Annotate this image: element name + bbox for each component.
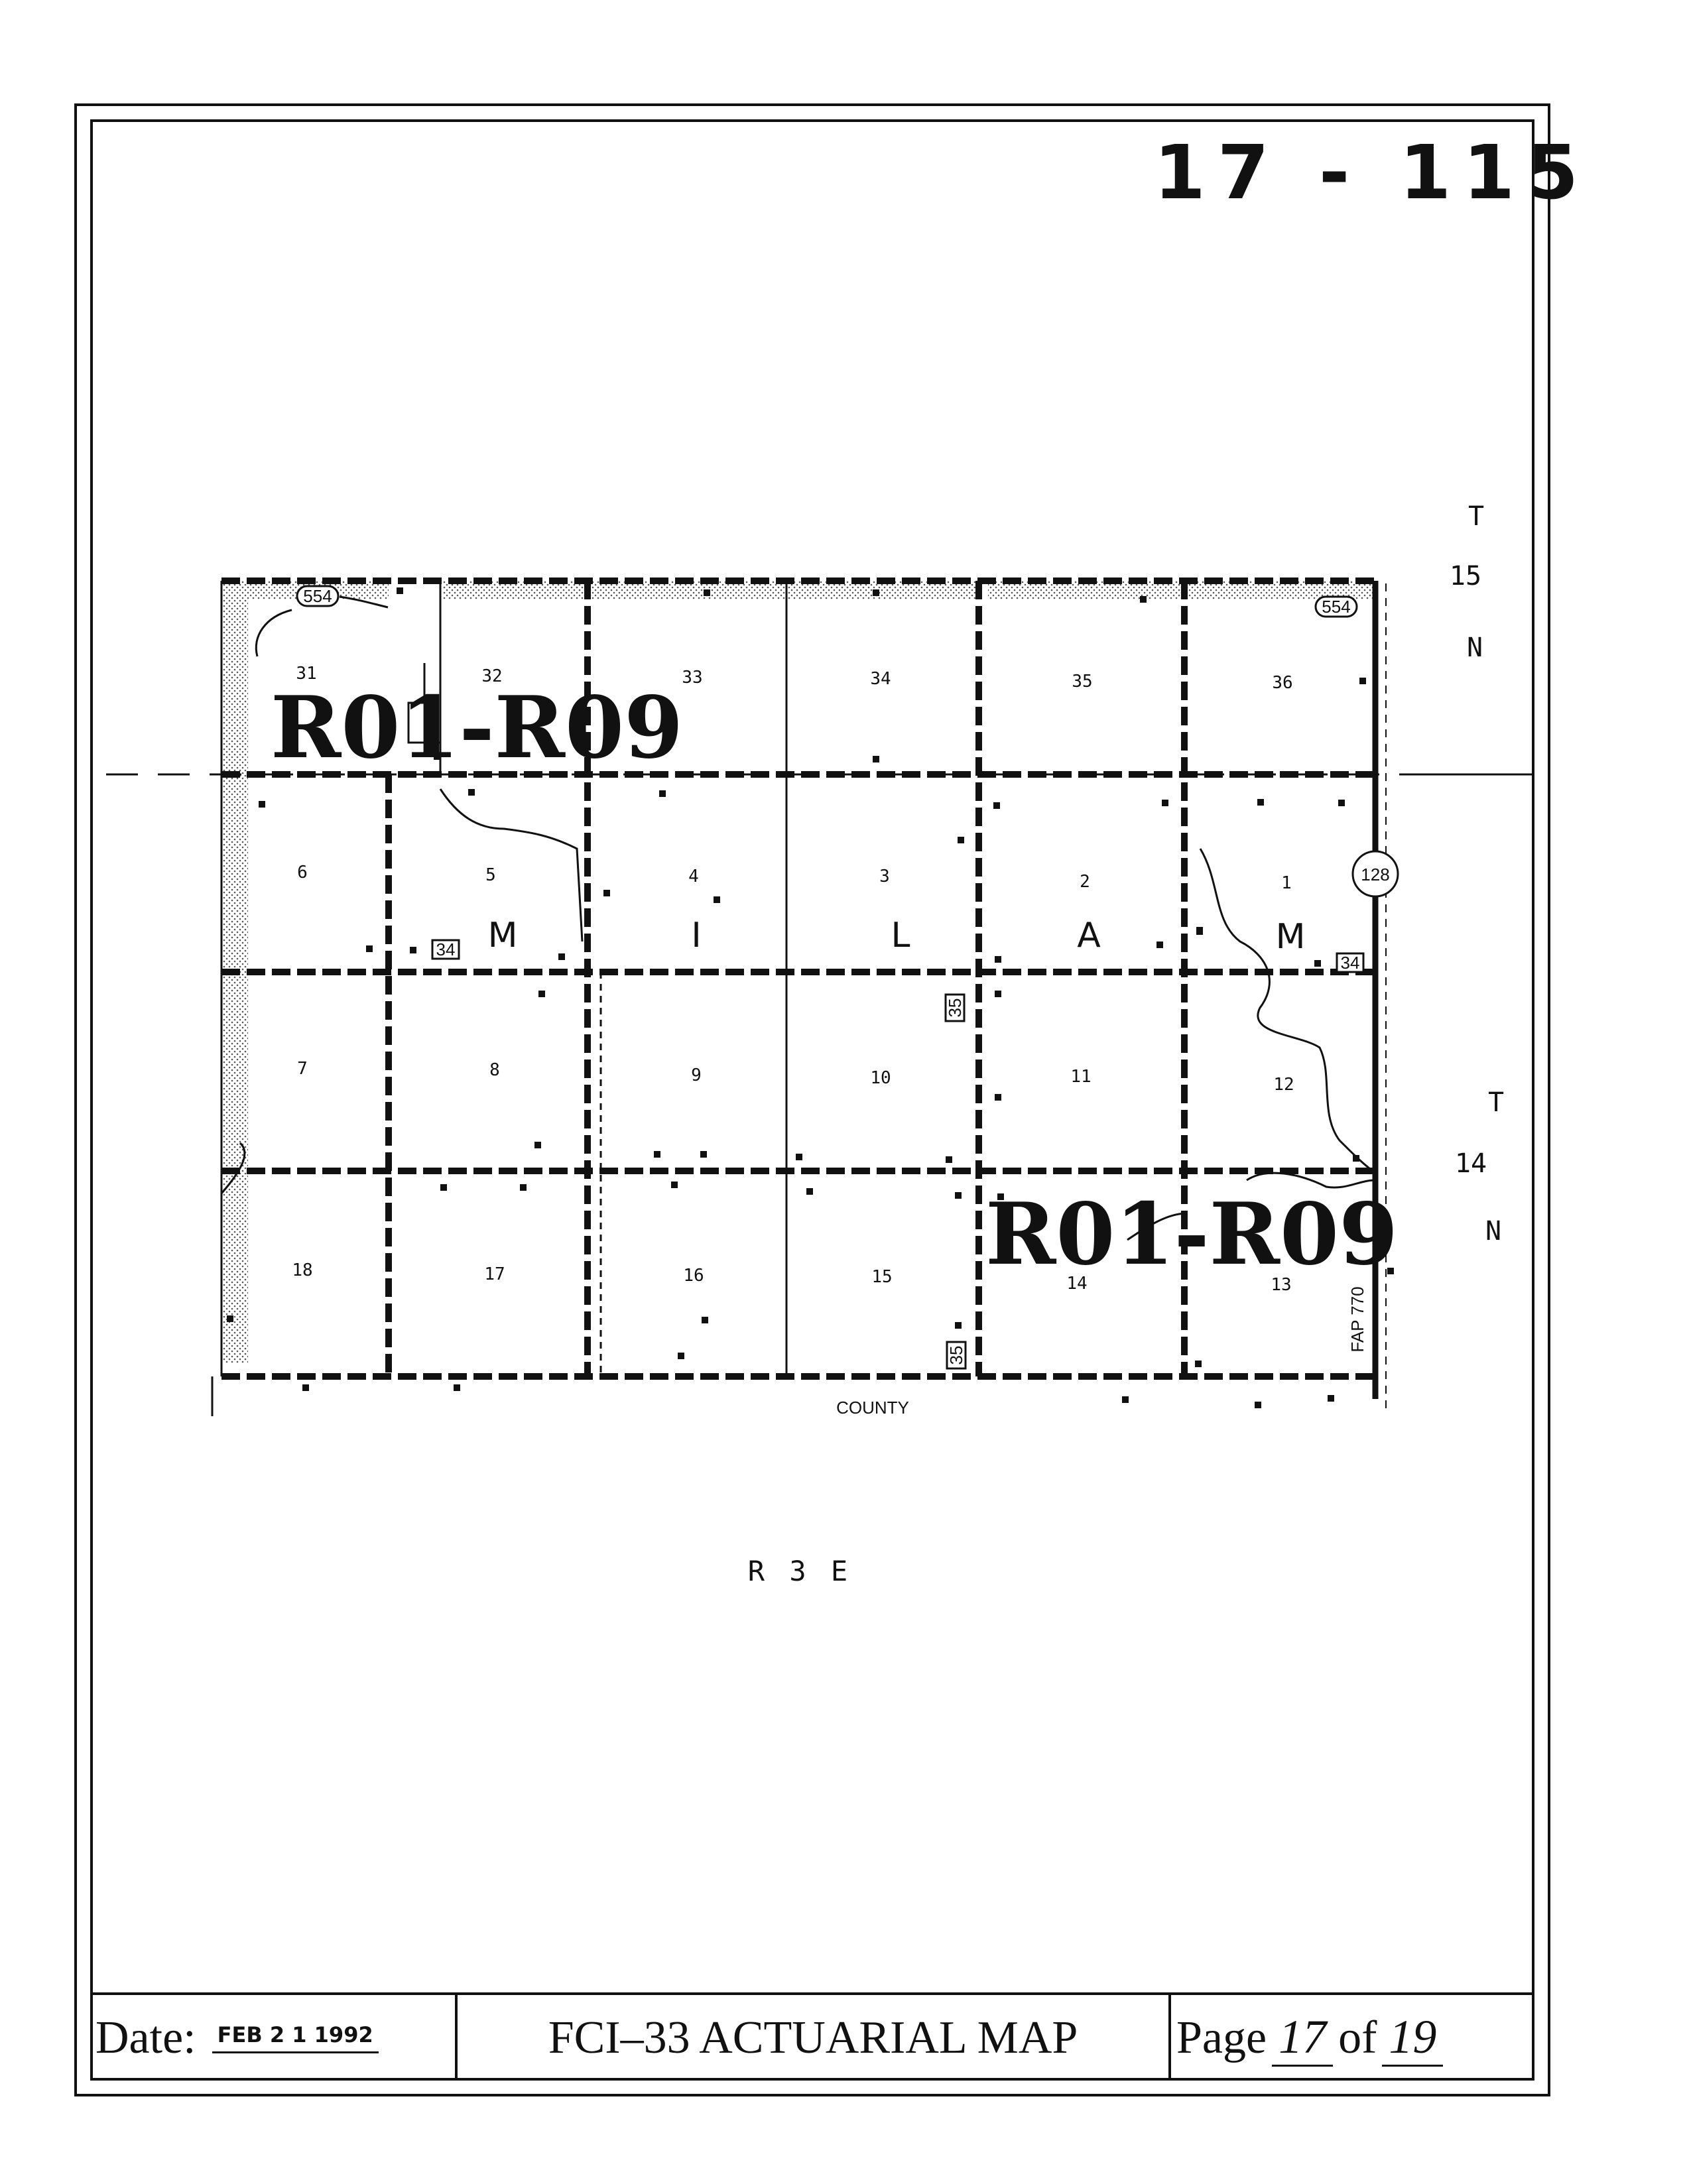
section-number: 1 (1281, 873, 1292, 893)
route-128-shield: 128 (1351, 850, 1399, 898)
section-number: 18 (292, 1260, 312, 1280)
section-number: 6 (297, 863, 308, 882)
township-name-letter: M (1276, 917, 1306, 957)
route-554-shield: 554 (1314, 595, 1358, 618)
section-number: 3 (879, 867, 890, 886)
section-number: 34 (870, 669, 891, 689)
svg-text:34: 34 (436, 940, 456, 959)
route-35-shield: 35 (944, 993, 966, 1022)
township-name-letter: L (891, 916, 910, 955)
section-number: 8 (489, 1060, 500, 1080)
svg-text:35: 35 (945, 999, 965, 1018)
section-numbers-row4: 18 17 16 15 14 13 (292, 1260, 1291, 1295)
section-number: 33 (682, 668, 702, 688)
township-south-direction: N (1485, 1216, 1501, 1246)
rate-code-overlay: R01-R09 (985, 1185, 1398, 1284)
page-total: 19 (1382, 2010, 1444, 2067)
township-north-direction: N (1467, 633, 1483, 663)
county-road-label: COUNTY (836, 1398, 909, 1418)
route-34-shield: 34 (431, 939, 460, 960)
of-label: of (1338, 2012, 1377, 2063)
page-label: Page (1176, 2012, 1267, 2063)
section-number: 5 (485, 865, 496, 885)
svg-text:554: 554 (1322, 597, 1350, 617)
section-number: 35 (1072, 672, 1092, 692)
section-number: 16 (683, 1266, 704, 1286)
svg-text:35: 35 (946, 1346, 966, 1365)
township-south-number: 14 (1455, 1148, 1487, 1179)
road-shields: 554 554 128 34 34 35 35 FAP 770 COUNTY (296, 585, 1399, 1418)
map-id: 17 - 115 (1154, 130, 1591, 216)
page-cell: Page 17 of 19 (1168, 1995, 1534, 2081)
township-name: M I L A M (488, 916, 1306, 957)
section-numbers-row2: 6 5 4 3 2 1 (297, 863, 1292, 893)
township-south-t: T (1488, 1087, 1504, 1118)
route-35-shield: 35 (946, 1341, 967, 1370)
page-number: 17 (1272, 2010, 1334, 2067)
range-label: R 3 E (748, 1555, 851, 1587)
route-554-shield: 554 (296, 585, 340, 607)
township-name-letter: A (1077, 916, 1101, 955)
section-number: 32 (481, 666, 502, 686)
outer-frame (74, 103, 1550, 2096)
fap-label: FAP 770 (1347, 1286, 1367, 1352)
map-title: FCI–33 ACTUARIAL MAP (548, 2012, 1078, 2063)
township-name-letter: I (691, 916, 701, 955)
township-name-letter: M (488, 916, 518, 955)
svg-text:34: 34 (1341, 953, 1360, 973)
inner-frame (90, 119, 1534, 2081)
date-stamp: FEB 2 1 1992 (212, 2022, 379, 2053)
overlay-codes: R01-R09 R01-R09 (271, 678, 1398, 1284)
section-number: 4 (688, 867, 699, 886)
section-number: 2 (1080, 872, 1090, 892)
svg-text:128: 128 (1361, 865, 1389, 884)
section-number: 31 (296, 664, 316, 684)
rate-code-overlay: R01-R09 (271, 678, 683, 778)
section-numbers-row3: 7 8 9 10 11 12 (297, 1059, 1294, 1095)
date-label: Date: (95, 2012, 196, 2063)
date-cell: Date: FEB 2 1 1992 (90, 1995, 455, 2081)
map-footer: Date: FEB 2 1 1992 FCI–33 ACTUARIAL MAP … (90, 1992, 1534, 2081)
section-grid (106, 577, 1532, 1416)
section-number: 11 (1070, 1067, 1091, 1087)
section-number: 17 (484, 1264, 505, 1284)
section-number: 14 (1066, 1274, 1087, 1294)
township-north-t: T (1468, 501, 1484, 532)
title-cell: FCI–33 ACTUARIAL MAP (455, 1995, 1168, 2081)
section-number: 7 (297, 1059, 308, 1079)
building-dots (227, 587, 1394, 1408)
township-north-number: 15 (1450, 561, 1481, 591)
section-numbers-row1: 31 32 33 34 35 36 (296, 664, 1292, 693)
section-number: 10 (870, 1068, 891, 1088)
svg-text:554: 554 (303, 586, 332, 606)
township-labels: T 15 N T 14 N R 3 E (748, 501, 1504, 1587)
section-number: 13 (1271, 1275, 1291, 1295)
section-number: 12 (1273, 1075, 1294, 1095)
section-number: 36 (1272, 673, 1292, 693)
route-34-shield: 34 (1336, 952, 1365, 973)
section-number: 9 (691, 1065, 702, 1085)
creeks (220, 595, 1377, 1241)
section-number: 15 (871, 1267, 892, 1287)
